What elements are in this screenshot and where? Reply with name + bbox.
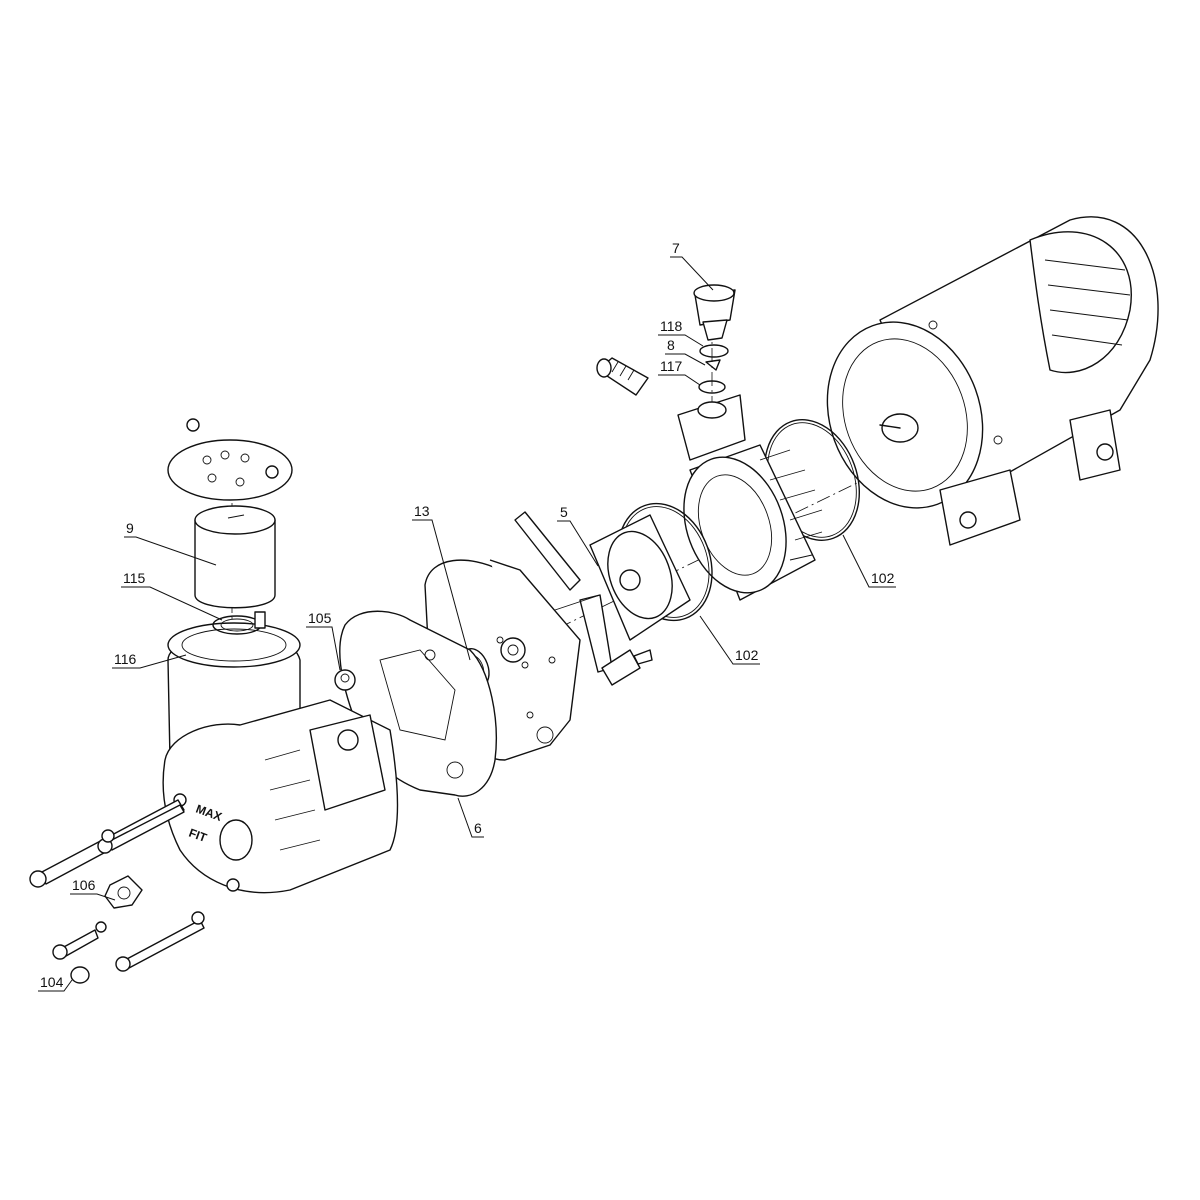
pump-body (162, 622, 399, 894)
callout-117: 117 (658, 358, 701, 386)
pump-bracket (677, 394, 823, 601)
callout-label-105: 105 (308, 610, 332, 626)
callout-label-8: 8 (667, 337, 675, 353)
callout-label-7: 7 (672, 240, 680, 256)
callout-label-106: 106 (72, 877, 96, 893)
callout-6: 6 (457, 797, 484, 838)
callout-102-middle: 102 (699, 615, 760, 665)
callout-115: 115 (121, 570, 223, 621)
callout-label-116: 116 (114, 651, 137, 667)
callout-104: 104 (38, 974, 73, 992)
callout-label-115: 115 (123, 570, 146, 586)
callout-13: 13 (412, 503, 471, 661)
callout-116: 116 (112, 651, 187, 669)
hose-fitting (596, 357, 649, 396)
callout-label-6: 6 (474, 820, 482, 836)
callout-label-104: 104 (40, 974, 64, 990)
callout-label-117: 117 (660, 358, 683, 374)
callout-106: 106 (70, 877, 116, 901)
callout-label-13: 13 (414, 503, 430, 519)
callout-5: 5 (557, 504, 599, 567)
callout-label-102-middle: 102 (735, 647, 759, 663)
callout-102-right: 102 (842, 534, 896, 588)
filter-assembly (167, 418, 293, 635)
brand-text-bottom: FIT (187, 826, 209, 846)
callout-label-102-right: 102 (871, 570, 895, 586)
bolt-set (29, 799, 205, 984)
callout-8: 8 (665, 337, 706, 366)
callout-9: 9 (124, 520, 217, 566)
valve-stack (693, 284, 736, 394)
part-5-housing (514, 511, 691, 686)
motor-assembly (826, 216, 1159, 546)
filter-cartridge-9 (194, 519, 276, 609)
callout-label-9: 9 (126, 520, 134, 536)
callout-105: 105 (306, 610, 341, 671)
callout-118: 118 (658, 318, 704, 347)
callout-7: 7 (670, 240, 714, 291)
callout-label-118: 118 (660, 318, 683, 334)
callout-label-5: 5 (560, 504, 568, 520)
filter-lid (167, 439, 293, 501)
